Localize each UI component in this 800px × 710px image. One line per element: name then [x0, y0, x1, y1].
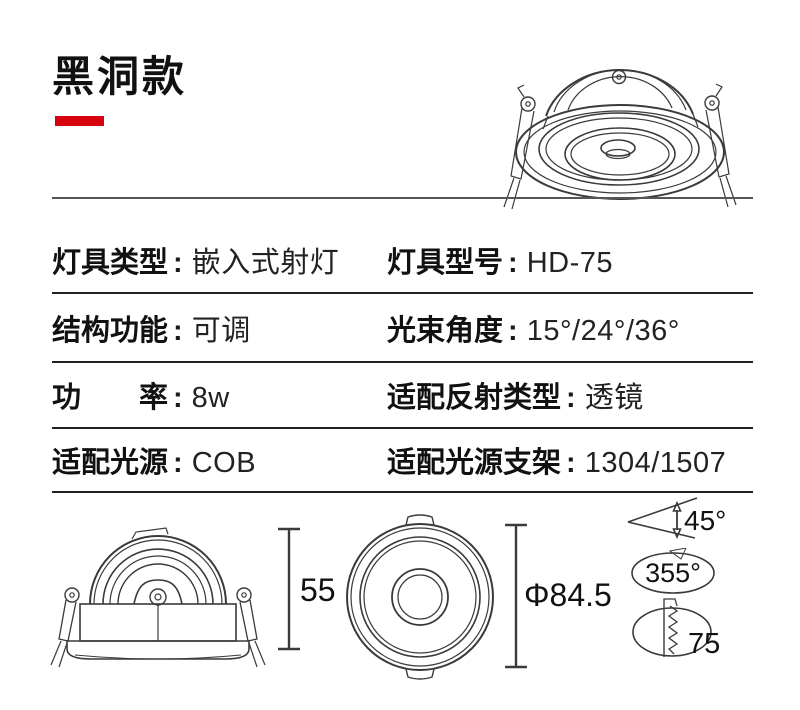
colon: :	[173, 314, 183, 347]
label-model-number: 灯具型号	[387, 247, 504, 279]
title-accent-underline	[55, 116, 104, 126]
label-reflector-type: 适配反射类型	[387, 382, 562, 414]
rotation-angle-label: 355°	[645, 558, 701, 588]
value-structure-function: 可调	[191, 314, 251, 347]
colon: :	[173, 247, 183, 279]
diameter-dimension-label: Φ84.5	[524, 577, 612, 613]
cutout-icon	[632, 598, 712, 657]
cutout-dimension-label: 75	[688, 628, 721, 660]
label-light-source: 适配光源	[52, 447, 169, 479]
label-power: 功率	[52, 382, 168, 414]
product-perspective-drawing	[503, 69, 737, 210]
value-model-number: HD-75	[526, 247, 613, 279]
label-structure-function: 结构功能	[52, 314, 169, 347]
tilt-angle-icon	[627, 497, 698, 539]
value-power: 8w	[191, 382, 230, 414]
value-bracket: 1304/1507	[584, 447, 727, 479]
value-reflector-type: 透镜	[584, 382, 644, 414]
spec-row-type-model: 灯具类型:嵌入式射灯 灯具型号:HD-75	[52, 199, 753, 294]
value-fixture-type: 嵌入式射灯	[191, 247, 340, 279]
colon: :	[508, 247, 518, 279]
height-dimension-line	[278, 527, 300, 651]
label-fixture-type: 灯具类型	[52, 247, 169, 279]
spec-row-structure-beam: 结构功能:可调 光束角度:15°/24°/36°	[52, 294, 753, 363]
colon: :	[173, 447, 183, 479]
page-title: 黑洞款	[52, 53, 188, 100]
value-beam-angle: 15°/24°/36°	[526, 314, 680, 347]
spec-table: 灯具类型:嵌入式射灯 灯具型号:HD-75 结构功能:可调 光束角度:15°/2…	[52, 197, 753, 493]
spec-row-lightsource-bracket: 适配光源:COB 适配光源支架:1304/1507	[52, 429, 753, 493]
colon: :	[566, 382, 576, 414]
spec-row-power-reflector: 功率:8w 适配反射类型:透镜	[52, 363, 753, 429]
colon: :	[566, 447, 576, 479]
colon: :	[173, 382, 183, 414]
rotation-icon	[631, 548, 715, 594]
height-dimension-label: 55	[300, 572, 336, 608]
label-bracket: 适配光源支架	[387, 447, 562, 479]
tilt-angle-label: 45°	[684, 505, 727, 536]
value-light-source: COB	[191, 447, 257, 479]
side-view-drawing	[50, 527, 266, 668]
colon: :	[508, 314, 518, 347]
label-beam-angle: 光束角度	[387, 314, 504, 347]
front-view-drawing	[346, 514, 494, 680]
diameter-dimension-line	[505, 523, 527, 669]
